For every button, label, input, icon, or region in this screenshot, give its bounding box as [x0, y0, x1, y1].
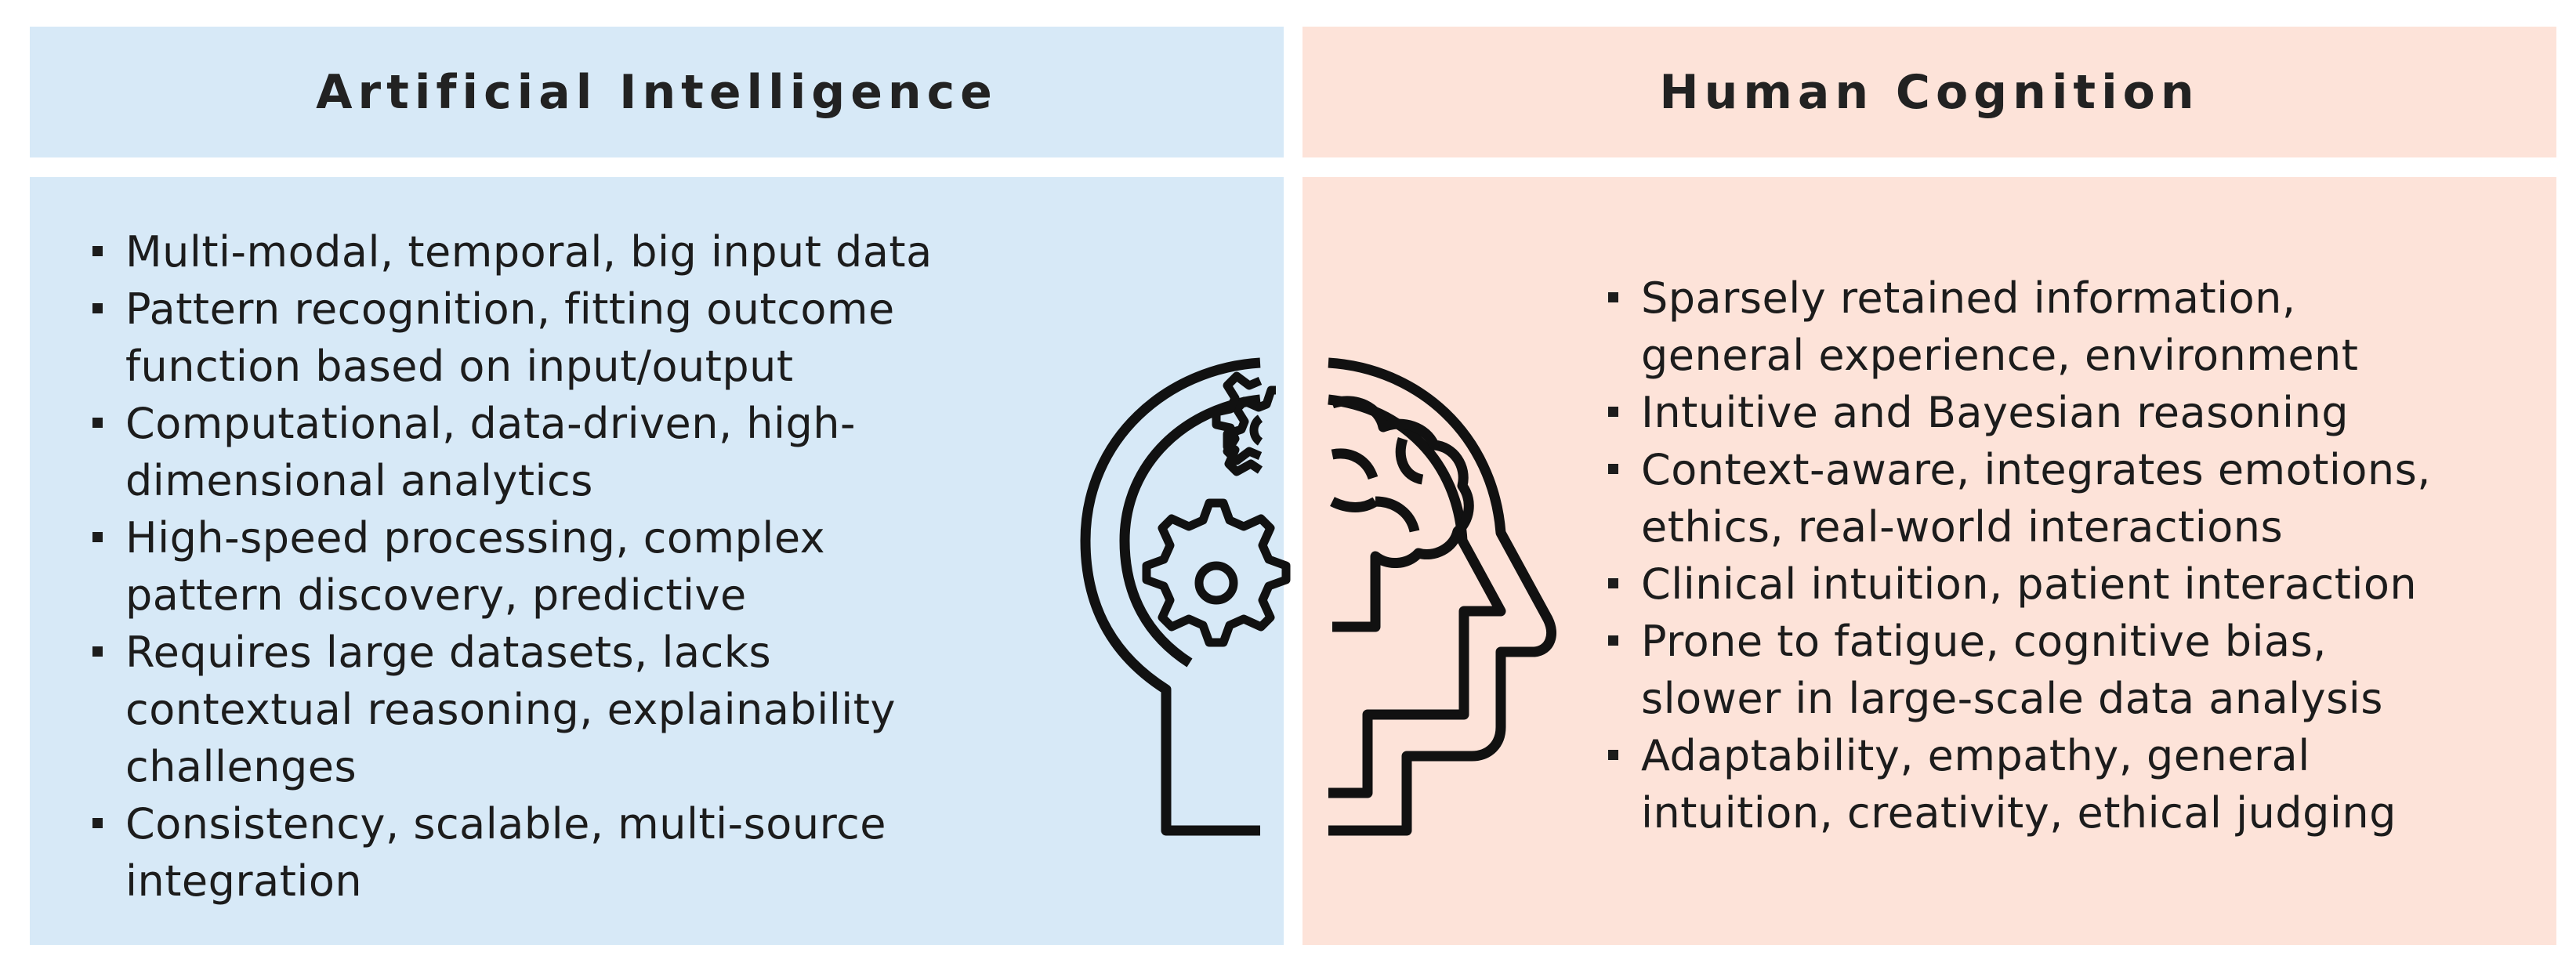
- ai-header-panel: Artificial Intelligence: [30, 27, 1284, 157]
- human-header-panel: Human Cognition: [1302, 27, 2556, 157]
- bullet-square-icon: [92, 418, 103, 428]
- human-list-item: Intuitive and Bayesian reasoning: [1608, 384, 2549, 441]
- bullet-square-icon: [1608, 292, 1618, 302]
- human-list-item: Adaptability, empathy, general intuition…: [1608, 727, 2549, 842]
- ai-body-panel: [30, 177, 1284, 945]
- human-list-item: Clinical intuition, patient interaction: [1608, 556, 2549, 613]
- human-list-item: Sparsely retained information, general e…: [1608, 270, 2549, 384]
- bullet-square-icon: [1608, 578, 1618, 588]
- gear-icon: [1212, 371, 1276, 476]
- bullet-square-icon: [92, 818, 103, 828]
- ai-list-item: Multi-modal, temporal, big input data: [92, 223, 1056, 281]
- bullet-square-icon: [1608, 407, 1618, 417]
- head-icon: [1080, 357, 1556, 836]
- bullet-square-icon: [1608, 464, 1618, 474]
- bullet-square-icon: [92, 246, 103, 256]
- ai-title: Artificial Intelligence: [316, 64, 998, 120]
- human-list-item: Prone to fatigue, cognitive bias, slower…: [1608, 613, 2549, 727]
- bullet-square-icon: [92, 532, 103, 542]
- bullet-square-icon: [92, 303, 103, 313]
- human-feature-list: Sparsely retained information, general e…: [1608, 270, 2549, 842]
- ai-feature-list: Multi-modal, temporal, big input data Pa…: [92, 223, 1056, 910]
- head-outline-right: [1328, 357, 1556, 836]
- ai-list-item: Consistency, scalable, multi-source inte…: [92, 795, 1056, 910]
- head-outline-left: [1080, 357, 1261, 836]
- gear-icon: [1142, 498, 1291, 647]
- bullet-square-icon: [1608, 750, 1618, 760]
- ai-list-item: Pattern recognition, fitting outcome fun…: [92, 281, 1056, 395]
- ai-list-item: Computational, data-driven, high- dimens…: [92, 395, 1056, 509]
- bullet-square-icon: [1608, 635, 1618, 646]
- brain-icon: [1330, 396, 1474, 632]
- human-list-item: Context-aware, integrates emotions, ethi…: [1608, 441, 2549, 556]
- human-title: Human Cognition: [1659, 64, 2200, 120]
- ai-list-item: Requires large datasets, lacks contextua…: [92, 624, 1056, 795]
- bullet-square-icon: [92, 646, 103, 657]
- ai-list-item: High-speed processing, complex pattern d…: [92, 509, 1056, 624]
- head-inner-left: [1119, 394, 1261, 668]
